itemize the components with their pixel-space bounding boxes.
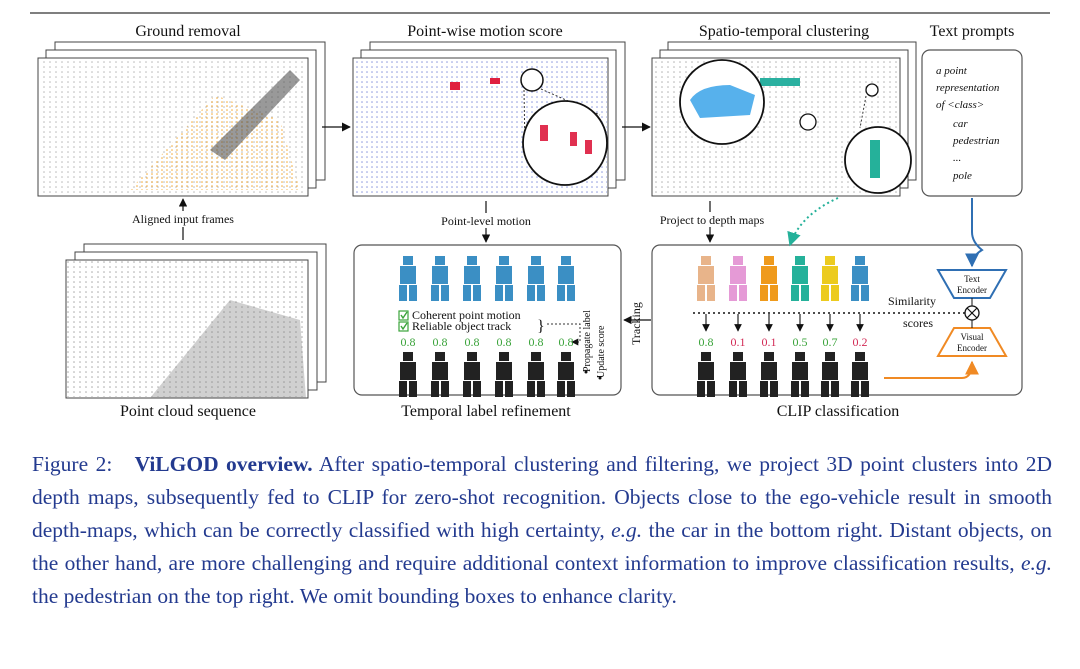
clip-silhouette xyxy=(791,352,809,397)
clip-pedestrian xyxy=(729,256,747,301)
clip-pedestrian xyxy=(821,256,839,301)
refinement-silhouette xyxy=(463,352,481,397)
refinement-scores: 0.8 0.8 0.8 0.8 0.8 0.8 xyxy=(401,335,574,349)
clip-score: 0.2 xyxy=(853,335,868,349)
refinement-score: 0.8 xyxy=(497,335,512,349)
visual-encoder-label-1: Visual xyxy=(961,332,984,342)
point-cloud-title: Point cloud sequence xyxy=(120,403,256,420)
clustering-stack xyxy=(651,41,917,197)
clip-score: 0.7 xyxy=(823,335,838,349)
checkbox-icon xyxy=(398,321,409,332)
clip-score: 0.1 xyxy=(731,335,746,349)
clip-silhouette xyxy=(821,352,839,397)
tracking-label: Tracking xyxy=(629,302,643,345)
clip-pedestrian xyxy=(760,256,778,301)
clip-score: 0.1 xyxy=(762,335,777,349)
clip-scores: 0.8 0.1 0.1 0.5 0.7 0.2 xyxy=(699,335,868,349)
ground-removal-title: Ground removal xyxy=(135,23,241,40)
refinement-silhouette xyxy=(557,352,575,397)
caption-text-2: the car in the bottom right. Distant obj… xyxy=(32,518,1053,575)
refinement-score: 0.8 xyxy=(559,335,574,349)
prompt-line-2: representation xyxy=(936,82,1000,94)
propagate-label: Propagate label xyxy=(582,310,593,372)
project-depth-label: Project to depth maps xyxy=(660,213,765,227)
clip-silhouette xyxy=(729,352,747,397)
propagate-arrow xyxy=(547,323,581,346)
refinement-pedestrian xyxy=(463,256,481,301)
point-cloud-stack xyxy=(65,243,327,399)
clip-title: CLIP classification xyxy=(777,403,900,420)
similarity-label-1: Similarity xyxy=(888,294,936,308)
clip-silhouette xyxy=(697,352,715,397)
ground-removal-stack xyxy=(37,41,326,197)
prompt-class-pedestrian: pedestrian xyxy=(952,135,1000,147)
refinement-silhouette xyxy=(495,352,513,397)
clip-silhouettes xyxy=(697,352,869,397)
clip-score: 0.8 xyxy=(699,335,714,349)
refinement-box xyxy=(353,244,622,396)
teal-link-arrow xyxy=(787,197,839,247)
refinement-pedestrian xyxy=(431,256,449,301)
brace-icon: } xyxy=(537,318,545,335)
caption-text-3: the pedestrian on the top right. We omit… xyxy=(32,584,677,608)
refinement-pedestrian xyxy=(399,256,417,301)
prompt-class-car: car xyxy=(953,118,968,130)
refinement-silhouette xyxy=(527,352,545,397)
caption-text-1: After spatio-temporal clustering and fil… xyxy=(32,452,1052,542)
prompt-line-1: a point xyxy=(936,65,968,77)
overview-figure: Ground removal Point-wise motion score S… xyxy=(30,12,1050,420)
figure-caption: Figure 2: ViLGOD overview. After spatio-… xyxy=(32,448,1052,613)
clip-pedestrian xyxy=(697,256,715,301)
text-prompts-title: Text prompts xyxy=(930,23,1015,40)
point-motion-label: Point-level motion xyxy=(441,214,531,228)
clip-pedestrian xyxy=(791,256,809,301)
clip-score-arrows xyxy=(702,314,864,332)
caption-prefix: Figure 2: xyxy=(32,452,113,476)
clip-pedestrian xyxy=(851,256,869,301)
caption-eg-2: e.g. xyxy=(1020,551,1052,575)
refinement-score: 0.8 xyxy=(433,335,448,349)
refinement-score: 0.8 xyxy=(465,335,480,349)
checkbox-icon xyxy=(398,310,409,321)
check-coherent-motion: Coherent point motion xyxy=(412,308,521,322)
refinement-pedestrian xyxy=(495,256,513,301)
motion-score-title: Point-wise motion score xyxy=(407,23,563,40)
clip-silhouette xyxy=(851,352,869,397)
clip-silhouette xyxy=(760,352,778,397)
refinement-silhouette xyxy=(431,352,449,397)
refinement-title: Temporal label refinement xyxy=(401,403,571,420)
caption-eg-1: e.g. xyxy=(611,518,643,542)
clustering-title: Spatio-temporal clustering xyxy=(699,23,869,40)
visual-encoder-label-2: Encoder xyxy=(957,343,987,353)
arrow-to-visual-encoder xyxy=(884,360,979,379)
refinement-score: 0.8 xyxy=(401,335,416,349)
refinement-silhouette xyxy=(399,352,417,397)
similarity-label-2: scores xyxy=(903,316,933,330)
aligned-input-label: Aligned input frames xyxy=(132,212,234,226)
arrow-prompts-to-encoder xyxy=(965,198,984,268)
refinement-silhouettes xyxy=(399,352,575,397)
refinement-pedestrian xyxy=(557,256,575,301)
text-encoder-label-1: Text xyxy=(964,274,980,284)
text-encoder-label-2: Encoder xyxy=(957,285,987,295)
motion-score-stack xyxy=(352,41,626,197)
clip-score: 0.5 xyxy=(793,335,808,349)
visual-encoder-icon xyxy=(936,327,1008,357)
text-encoder-icon xyxy=(936,269,1008,299)
update-label: Update score xyxy=(596,325,607,378)
refinement-pedestrian xyxy=(527,256,545,301)
text-prompts-box xyxy=(921,49,1023,197)
refinement-pedestrians xyxy=(399,256,575,301)
prompt-class-pole: pole xyxy=(952,170,972,182)
prompt-line-3: of <class> xyxy=(936,99,984,111)
check-reliable-track: Reliable object track xyxy=(412,319,511,333)
clip-pedestrians xyxy=(697,256,869,301)
prompt-class-ellipsis: ... xyxy=(953,152,961,164)
refinement-score: 0.8 xyxy=(529,335,544,349)
caption-title: ViLGOD overview. xyxy=(134,452,313,476)
